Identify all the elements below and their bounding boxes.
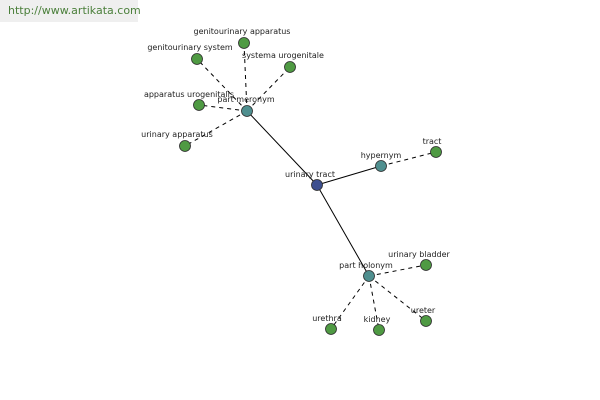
node-tract[interactable] <box>430 146 442 158</box>
edge-tract <box>380 151 437 167</box>
node-systema-urogenitale[interactable] <box>284 61 296 73</box>
edge-systema-urogenitale <box>246 66 291 112</box>
label-hypernym: hypernym <box>361 151 402 160</box>
node-urinary-apparatus[interactable] <box>179 140 191 152</box>
label-genitourinary-apparatus: genitourinary apparatus <box>194 27 291 36</box>
source-url[interactable]: http://www.artikata.com <box>8 4 141 17</box>
label-genitourinary-system: genitourinary system <box>147 43 233 52</box>
node-urinary-bladder[interactable] <box>420 259 432 271</box>
label-urethra: urethra <box>312 314 342 323</box>
node-apparatus-urogenitalis[interactable] <box>193 99 205 111</box>
node-genitourinary-apparatus[interactable] <box>238 37 250 49</box>
node-part-meronym[interactable] <box>241 105 253 117</box>
edge-center-hypernym <box>316 165 382 186</box>
node-part-holonym[interactable] <box>363 270 375 282</box>
edge-genitourinary-apparatus <box>243 42 248 112</box>
label-apparatus-urogenitalis: apparatus urogenitalis <box>144 90 234 99</box>
edge-apparatus-urogenitalis <box>198 104 248 112</box>
label-systema-urogenitale: systema urogenitale <box>242 51 324 60</box>
source-url-bar: http://www.artikata.com <box>0 0 141 22</box>
edge-urinary-bladder <box>368 264 427 277</box>
node-urethra[interactable] <box>325 323 337 335</box>
node-kidney[interactable] <box>373 324 385 336</box>
label-part-meronym: part meronym <box>217 95 274 104</box>
edge-urethra <box>330 275 370 330</box>
node-genitourinary-system[interactable] <box>191 53 203 65</box>
node-center[interactable] <box>311 179 323 191</box>
label-kidney: kidney <box>364 315 391 324</box>
edge-center-part-holonym <box>316 184 370 277</box>
node-ureter[interactable] <box>420 315 432 327</box>
label-urinary-apparatus: urinary apparatus <box>141 130 213 139</box>
label-center: urinary tract <box>285 170 335 179</box>
edge-kidney <box>368 275 380 331</box>
label-part-holonym: part holonym <box>339 261 393 270</box>
label-tract: tract <box>423 137 442 146</box>
label-ureter: ureter <box>411 306 436 315</box>
edge-center-part-meronym <box>246 110 318 186</box>
edge-urinary-apparatus <box>184 110 248 147</box>
label-urinary-bladder: urinary bladder <box>388 250 450 259</box>
node-hypernym[interactable] <box>375 160 387 172</box>
